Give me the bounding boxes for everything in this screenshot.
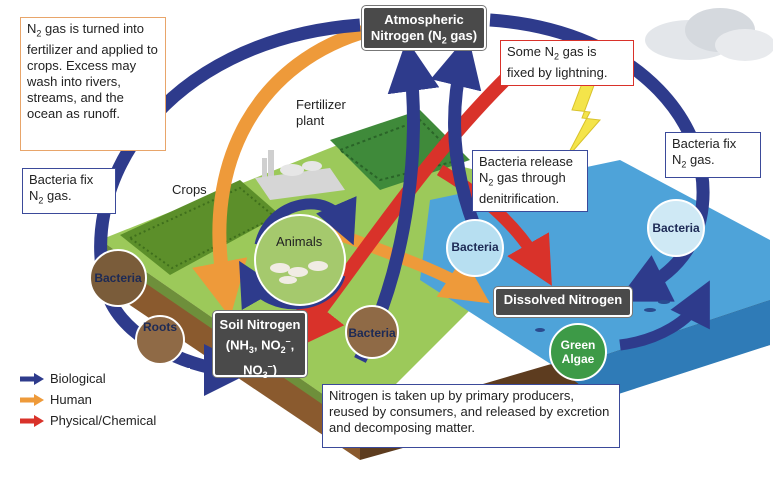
animals-label: Animals: [276, 234, 323, 249]
bacteria-left-circle: [89, 249, 147, 307]
biological-arrow-denitrify: [430, 34, 486, 243]
forest: [330, 110, 470, 190]
biological-arrow-icon: [20, 372, 44, 385]
bacteria-water-label: Bacteria: [451, 240, 499, 254]
dissolved-nitrogen-box: Dissolved Nitrogen: [494, 287, 632, 317]
atmospheric-line1: Atmospheric: [384, 12, 464, 27]
bacteria-center-circle: [345, 305, 399, 359]
producers-callout: Nitrogen is taken up by primary producer…: [322, 384, 620, 448]
lightning-callout: Some N2 gas is fixed by lightning.: [500, 40, 634, 86]
green-algae-circle: [549, 323, 607, 381]
bacteria-right-label: Bacteria: [652, 221, 700, 235]
green-algae-label: Green Algae: [560, 338, 596, 366]
roots-circle: [135, 315, 185, 365]
roots-label: Roots: [143, 320, 177, 334]
bacteria-fix-right-callout: Bacteria fix N2 gas.: [665, 132, 761, 178]
bacteria-left-label: Bacteria: [94, 271, 142, 285]
legend-biological: Biological: [20, 368, 190, 389]
fertilizer-callout: N2 gas is turned into fertilizer and app…: [20, 17, 166, 151]
livestock: [270, 261, 328, 284]
fertilizer-factory: [255, 150, 345, 200]
animals-circle: [254, 214, 346, 306]
bacteria-fix-left-callout: Bacteria fix N2 gas.: [22, 168, 116, 214]
legend-physical-chemical: Physical/Chemical: [20, 410, 190, 431]
fertilizer-plant-label: Fertilizer plant: [296, 97, 346, 128]
physical-chemical-arrow-icon: [20, 414, 44, 427]
bacteria-right-circle: [647, 199, 705, 257]
legend-human: Human: [20, 389, 190, 410]
bacteria-water-circle: [446, 219, 504, 277]
cloud: [645, 8, 773, 61]
biological-arrow-algae: [619, 280, 710, 351]
atmospheric-nitrogen-box: Atmospheric Nitrogen (N2 gas): [362, 6, 486, 50]
fish: [535, 300, 670, 332]
soil-nitrogen-box: Soil Nitrogen (NH3, NO2–, NO3–): [213, 311, 307, 380]
legend: Biological Human Physical/Chemical: [20, 368, 190, 438]
bacteria-center-label: Bacteria: [348, 326, 396, 340]
human-arrow-fertilizer: [192, 23, 372, 318]
atmospheric-line2: Nitrogen (N: [370, 28, 442, 43]
human-arrow-icon: [20, 393, 44, 406]
lightning-fixation-arrow: [287, 59, 525, 353]
lightning-bolt: [564, 77, 602, 161]
crops-label: Crops: [172, 182, 207, 197]
denitrification-callout: Bacteria release N2 gas through denitrif…: [472, 150, 588, 212]
